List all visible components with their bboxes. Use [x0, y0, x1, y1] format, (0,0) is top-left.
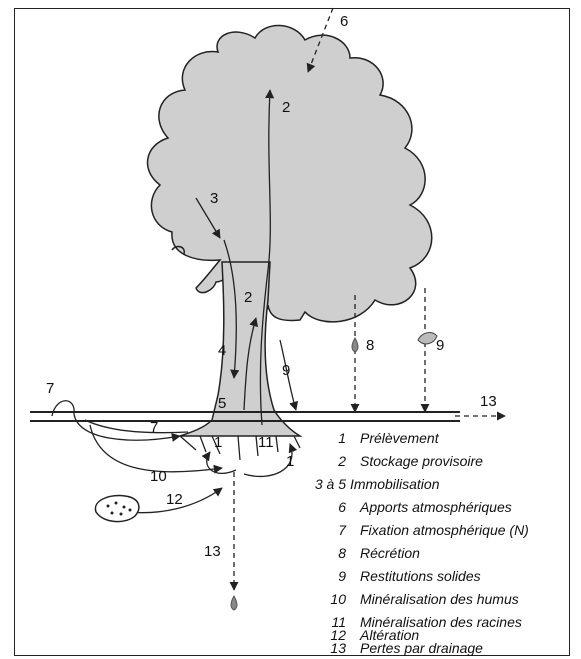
label-7-left: 7: [46, 380, 54, 397]
legend-text: Minéralisation des humus: [360, 591, 519, 607]
legend-num: 6: [338, 499, 346, 515]
label-1-right: 1: [286, 453, 294, 470]
label-5: 5: [218, 395, 226, 412]
label-2-trunk: 2: [244, 289, 252, 306]
label-4: 4: [218, 342, 226, 359]
legend-num: 7: [338, 522, 347, 538]
label-9-dashed: 9: [436, 337, 444, 354]
raindrop-icon: [352, 338, 358, 352]
label-6: 6: [340, 13, 348, 30]
legend-num: 13: [330, 640, 346, 656]
label-10: 10: [150, 468, 167, 485]
legend-num: 3 à 5: [315, 476, 346, 492]
label-1-left: 1: [214, 434, 222, 451]
label-13-right: 13: [480, 393, 497, 410]
legend-text: Immobilisation: [350, 476, 440, 492]
label-12: 12: [166, 491, 183, 508]
label-3: 3: [210, 190, 218, 207]
label-13-bottom: 13: [204, 543, 221, 560]
tree-canopy: [148, 25, 432, 323]
flow-1-uptake-left-arc: [207, 452, 236, 473]
legend-num: 10: [330, 591, 346, 607]
leaf-litter-icon: [418, 333, 437, 344]
label-2-canopy: 2: [282, 99, 290, 116]
root-system: [180, 436, 300, 460]
legend-text: Stockage provisoire: [360, 453, 483, 469]
legend-num: 8: [338, 545, 346, 561]
legend: 1 Prélèvement 2 Stockage provisoire 3 à …: [315, 430, 529, 656]
legend-text: Apports atmosphériques: [359, 499, 512, 515]
label-9-trunk: 9: [282, 362, 290, 379]
label-7-ground: 7: [150, 419, 158, 436]
legend-num: 2: [337, 453, 346, 469]
legend-num: 9: [338, 568, 346, 584]
legend-text: Prélèvement: [360, 430, 440, 446]
drainage-drop-icon: [231, 596, 237, 610]
legend-text: Récrétion: [360, 545, 420, 561]
legend-text: Fixation atmosphérique (N): [360, 522, 529, 538]
legend-text: Pertes par drainage: [360, 640, 483, 656]
legend-text: Restitutions solides: [360, 568, 481, 584]
rock-icon: [95, 496, 138, 522]
legend-num: 1: [338, 430, 346, 446]
label-11: 11: [258, 434, 274, 451]
label-8: 8: [366, 337, 374, 354]
